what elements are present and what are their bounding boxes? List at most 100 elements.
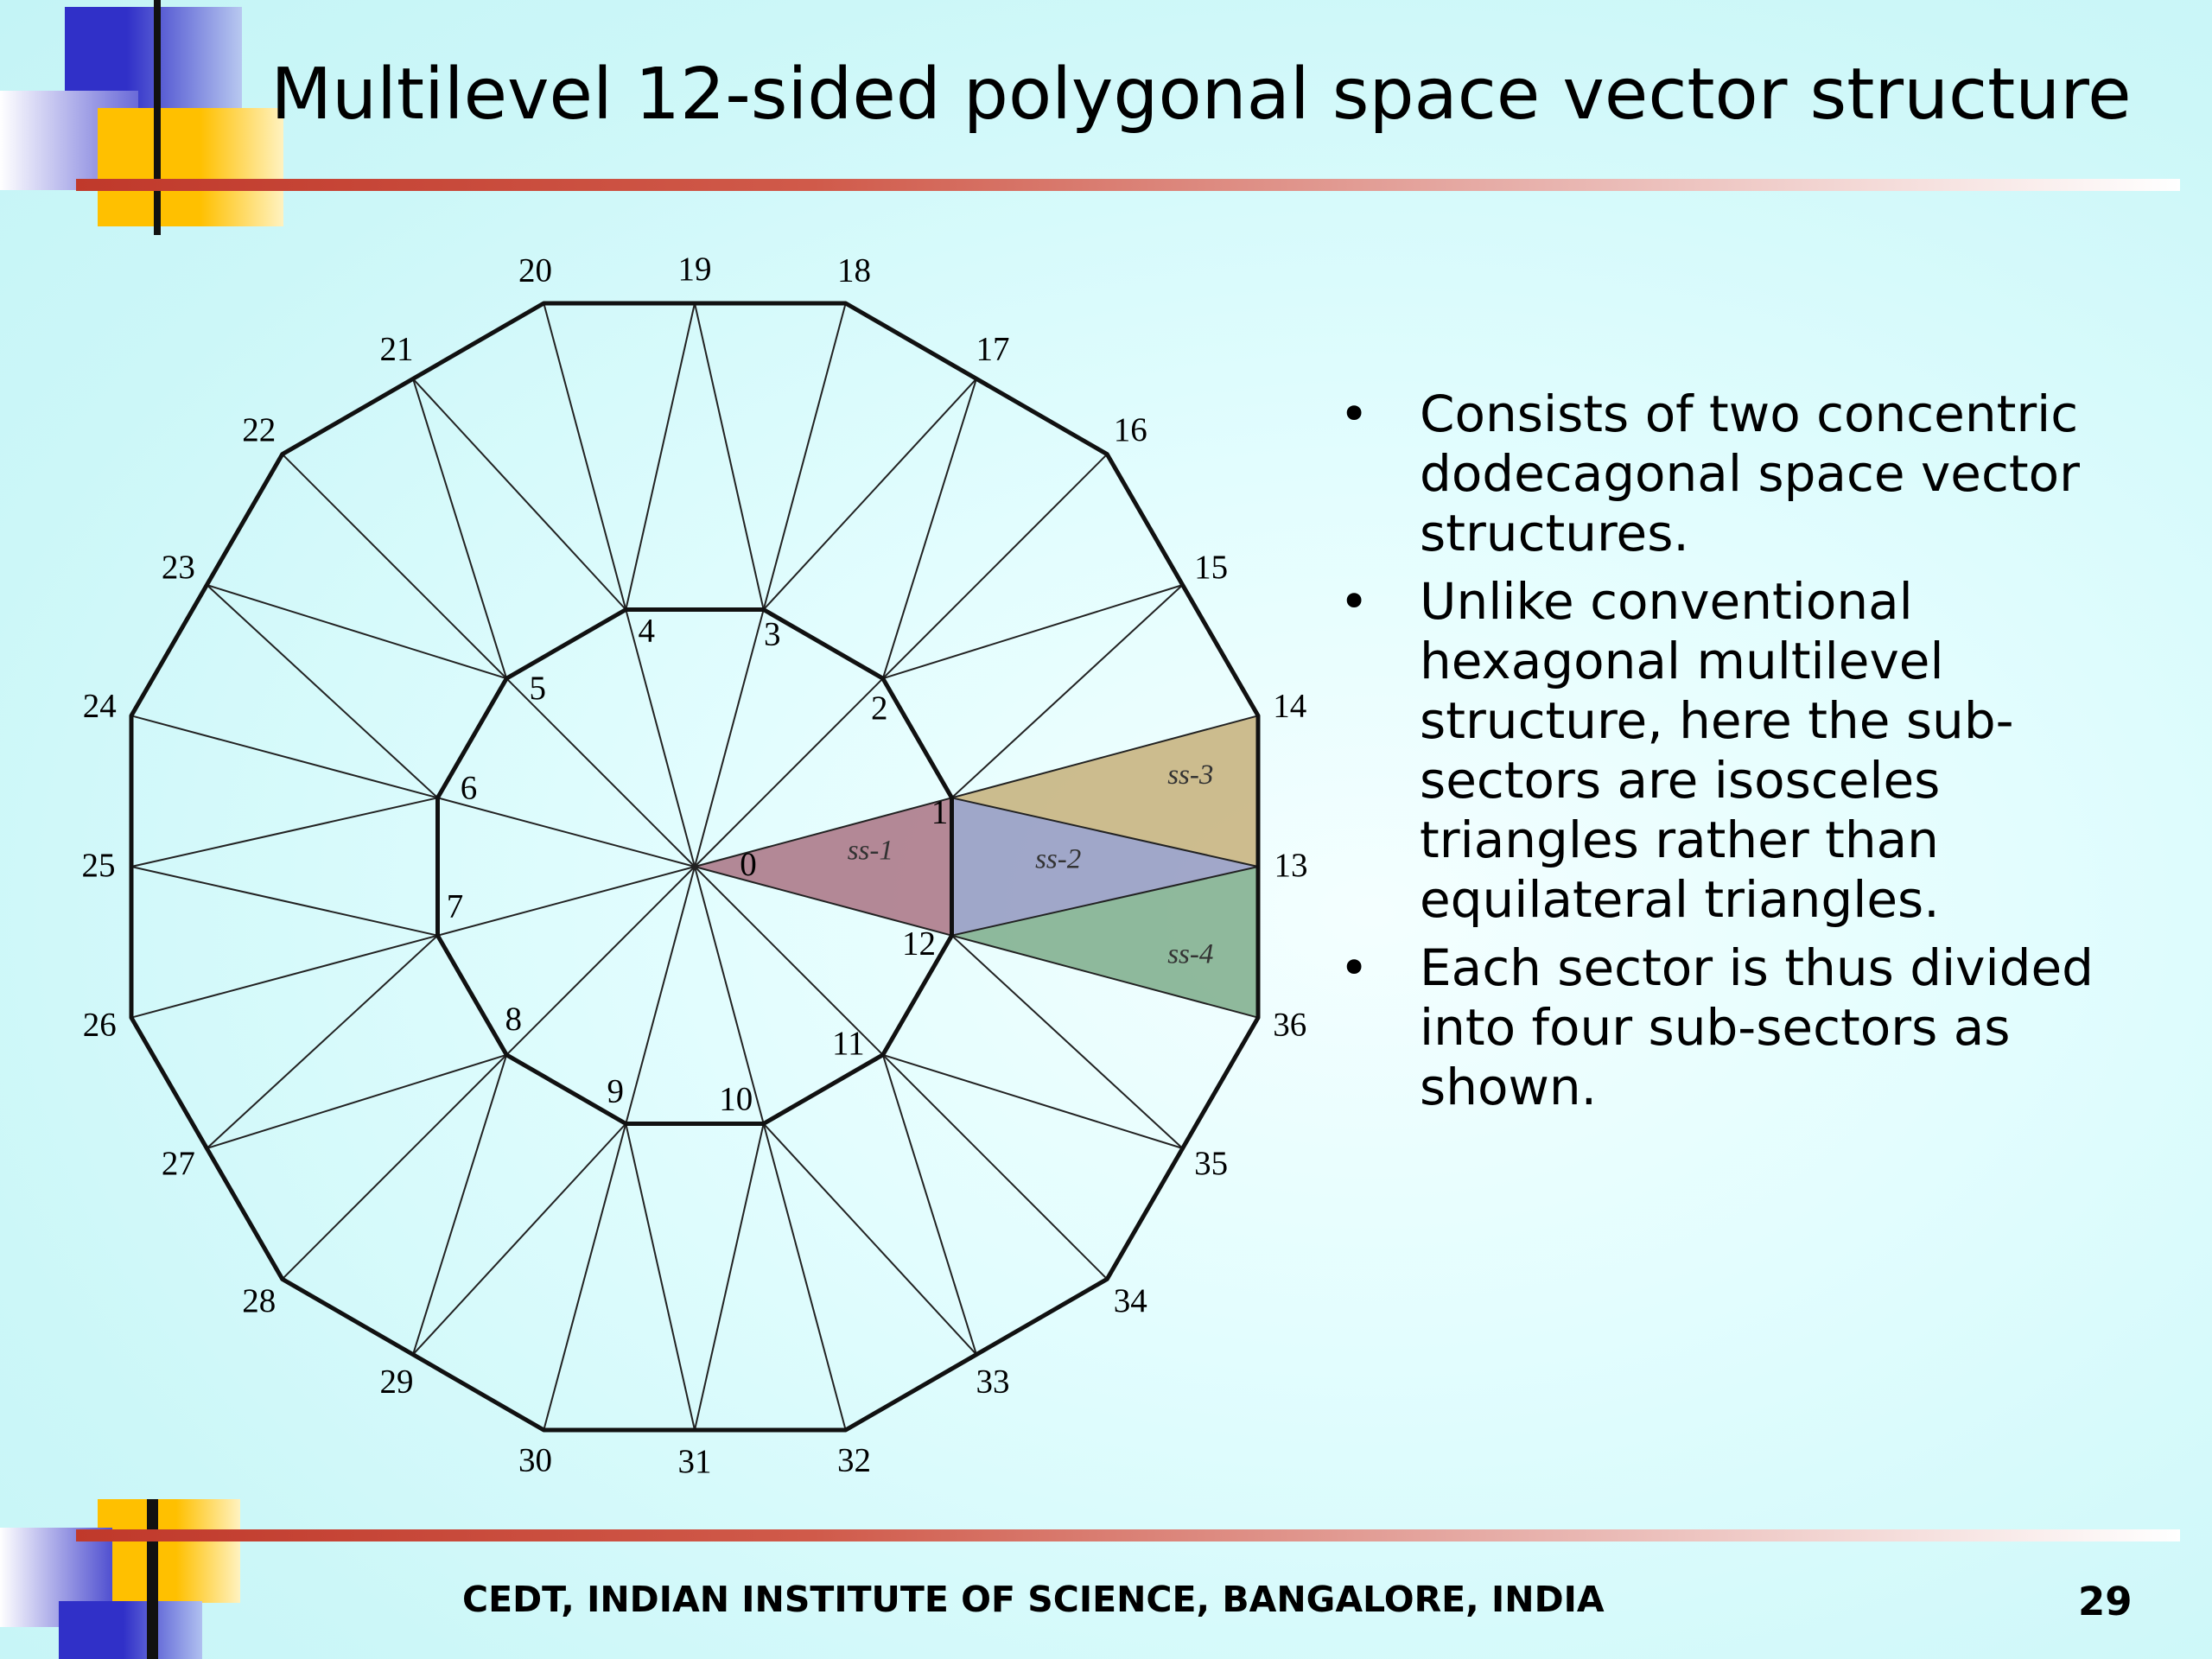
inner-vertex-label: 4 xyxy=(639,612,656,649)
corner-deco-yellow-top xyxy=(98,108,283,226)
subsector-fills xyxy=(695,715,1258,1018)
diagonal-line xyxy=(762,1122,977,1356)
diagram-outlines xyxy=(129,301,1261,1433)
outer-midpoint-label: 31 xyxy=(678,1443,712,1480)
subsector-label: ss-4 xyxy=(1167,938,1213,969)
radial-line xyxy=(130,715,438,799)
bullet-item: Consists of two concentric dodecagonal s… xyxy=(1326,385,2121,563)
radial-line xyxy=(281,1054,507,1281)
subsector-ss-3 xyxy=(951,715,1258,867)
diagonal-line xyxy=(412,1054,508,1355)
outer-vertex-label: 22 xyxy=(242,411,276,448)
radial-line xyxy=(762,1123,847,1431)
bullet-item: Each sector is thus divided into four su… xyxy=(1326,938,2121,1117)
diagonal-line xyxy=(206,584,439,799)
diagonal-line xyxy=(951,866,1259,937)
diagonal-line xyxy=(882,1053,1183,1149)
diagonal-line xyxy=(762,378,977,611)
outer-vertex-label: 34 xyxy=(1114,1282,1147,1319)
outer-midpoint-label: 33 xyxy=(976,1363,1010,1401)
inner-vertex-label: 11 xyxy=(832,1025,865,1062)
diagonal-line xyxy=(625,1123,696,1431)
diagonal-line xyxy=(206,934,439,1149)
diagonal-line xyxy=(881,1054,977,1355)
diagonal-line xyxy=(412,378,508,679)
spoke-line xyxy=(625,609,696,868)
subsector-ss-1 xyxy=(695,798,952,936)
corner-deco-blue-bottom-lower xyxy=(59,1601,202,1659)
spoke-line xyxy=(694,866,952,937)
spoke-line xyxy=(694,677,884,868)
radial-line xyxy=(543,1123,627,1431)
subsector-ss-4 xyxy=(951,867,1258,1018)
spoke-line xyxy=(505,677,696,868)
inner-vertex-label: 10 xyxy=(719,1080,753,1117)
inner-vertex-label: 12 xyxy=(902,925,936,963)
inner-dodecagon xyxy=(435,607,954,1126)
spoke-line xyxy=(694,866,765,1124)
corner-deco-yellow-bottom xyxy=(98,1499,240,1603)
inner-vertex-label: 6 xyxy=(461,769,478,806)
subsector-label: ss-1 xyxy=(848,836,893,867)
diagonal-line xyxy=(412,1122,627,1356)
outer-midpoint-label: 29 xyxy=(380,1363,414,1401)
outer-midpoint-label: 27 xyxy=(162,1145,195,1182)
outer-midpoint-label: 19 xyxy=(678,251,712,288)
diagonal-line xyxy=(207,584,507,680)
spoke-line xyxy=(505,866,696,1056)
diagonal-line xyxy=(412,378,627,611)
outer-midpoint-label: 21 xyxy=(380,330,414,367)
footer-institution: CEDT, INDIAN INSTITUTE OF SCIENCE, BANGA… xyxy=(462,1579,1605,1620)
outer-vertex-label: 30 xyxy=(518,1442,552,1479)
outer-vertex-label: 16 xyxy=(1114,411,1147,448)
outer-midpoint-label: 25 xyxy=(82,847,116,884)
diagonal-line xyxy=(694,1123,765,1431)
radial-line xyxy=(951,934,1259,1019)
radial-line xyxy=(543,302,627,610)
outer-midpoint-label: 35 xyxy=(1194,1145,1228,1182)
spoke-line xyxy=(694,609,765,868)
radial-line xyxy=(281,453,507,679)
spoke-line xyxy=(694,866,884,1056)
inner-vertex-label: 3 xyxy=(764,615,781,652)
footer-rule xyxy=(76,1529,2180,1541)
inner-vertex-label: 9 xyxy=(607,1072,625,1109)
radial-line xyxy=(762,302,847,610)
page-title: Multilevel 12-sided polygonal space vect… xyxy=(270,54,2132,136)
diagram-spokes xyxy=(130,302,1259,1431)
corner-deco-vline-top xyxy=(154,0,161,235)
outer-vertex-label: 24 xyxy=(83,687,117,724)
radial-line xyxy=(882,453,1109,679)
diagonal-line xyxy=(882,584,1183,680)
spoke-line xyxy=(625,866,696,1124)
spoke-line xyxy=(437,797,696,868)
bullet-list: Consists of two concentric dodecagonal s… xyxy=(1326,385,2121,1126)
diagonal-line xyxy=(950,584,1184,799)
diagonal-line xyxy=(130,866,438,937)
center-vertex-label: 0 xyxy=(740,846,757,883)
diagonal-line xyxy=(207,1053,507,1149)
outer-midpoint-label: 13 xyxy=(1274,847,1308,884)
slide-number: 29 xyxy=(2078,1579,2133,1624)
diagonal-line xyxy=(951,797,1259,868)
diagonal-line xyxy=(881,378,977,679)
bullet-item: Unlike conventional hexagonal multilevel… xyxy=(1326,572,2121,930)
outer-vertex-label: 14 xyxy=(1273,687,1306,724)
outer-dodecagon xyxy=(129,301,1261,1433)
spoke-line xyxy=(437,866,696,937)
inner-vertex-label: 5 xyxy=(529,670,546,707)
title-underline xyxy=(76,179,2180,191)
diagonal-line xyxy=(625,302,696,610)
outer-vertex-label: 28 xyxy=(242,1282,276,1319)
diagonal-line xyxy=(130,797,438,868)
outer-midpoint-label: 17 xyxy=(976,330,1010,367)
inner-vertex-label: 7 xyxy=(447,888,464,925)
outer-vertex-label: 32 xyxy=(837,1442,871,1479)
diagonal-line xyxy=(950,934,1184,1149)
outer-vertex-label: 26 xyxy=(83,1006,117,1043)
radial-line xyxy=(882,1054,1109,1281)
spoke-line xyxy=(694,797,952,868)
inner-vertex-label: 1 xyxy=(931,793,949,830)
